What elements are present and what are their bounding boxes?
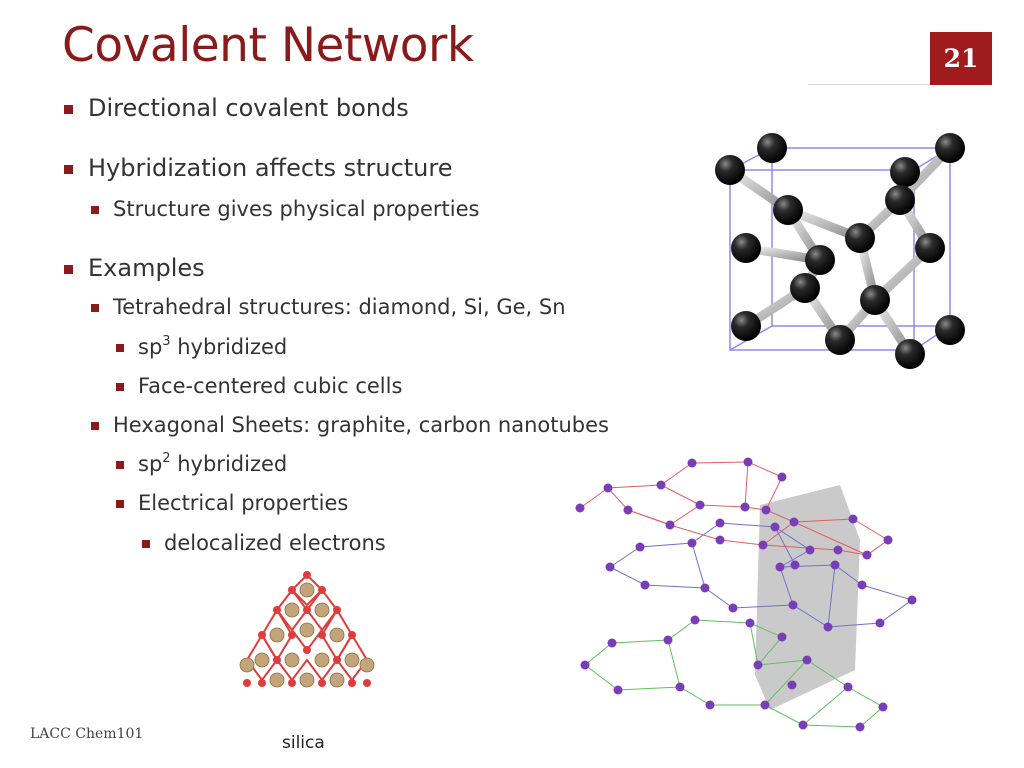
bullet-square-icon — [142, 540, 150, 548]
bullet-square-icon — [64, 105, 73, 114]
bullet-square-icon — [64, 165, 73, 174]
bullet-hybridization: Hybridization affects structure — [64, 154, 453, 182]
bullet-square-icon — [91, 304, 99, 312]
title-divider — [808, 84, 930, 85]
bullet-square-icon — [116, 461, 124, 469]
bullet-square-icon — [91, 206, 99, 214]
bullet-square-icon — [91, 422, 99, 430]
bullet-hexagonal: Hexagonal Sheets: graphite, carbon nanot… — [91, 413, 609, 437]
bullet-square-icon — [116, 383, 124, 391]
silica-caption: silica — [282, 733, 325, 753]
bullet-sp3: sp3 hybridized — [116, 335, 287, 359]
bullet-square-icon — [64, 265, 73, 274]
bullet-fcc: Face-centered cubic cells — [116, 374, 402, 398]
graphite-structure-image — [575, 457, 917, 732]
bullet-electrical: Electrical properties — [116, 491, 348, 515]
page-number-badge: 21 — [930, 32, 992, 85]
bullet-examples: Examples — [64, 254, 205, 282]
bullet-square-icon — [116, 500, 124, 508]
bullet-structure-properties: Structure gives physical properties — [91, 197, 479, 221]
slide-footer: LACC Chem101 — [30, 726, 144, 742]
slide-title: Covalent Network — [62, 18, 474, 73]
bullet-delocalized: delocalized electrons — [142, 531, 386, 555]
bullet-square-icon — [116, 344, 124, 352]
bullet-directional-bonds: Directional covalent bonds — [64, 94, 409, 122]
bullet-tetrahedral: Tetrahedral structures: diamond, Si, Ge,… — [91, 295, 566, 319]
silica-structure-image — [239, 571, 375, 688]
diamond-structure-image — [715, 133, 965, 369]
bullet-sp2: sp2 hybridized — [116, 452, 287, 476]
